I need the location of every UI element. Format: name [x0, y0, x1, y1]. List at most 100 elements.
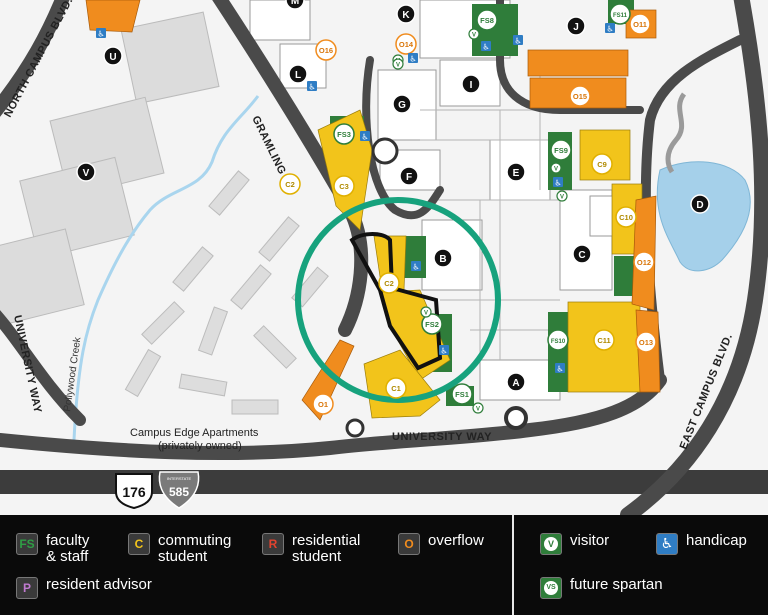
lot-label-text: C11 — [597, 336, 610, 345]
svg-text:♿: ♿ — [361, 133, 368, 142]
interstate-585-shield: INTERSTATE 585 — [158, 471, 200, 509]
lot-label-text: C2 — [384, 279, 394, 288]
legend-label: commuting student — [158, 532, 232, 565]
building-marker-i[interactable]: I — [461, 74, 481, 94]
building-letter: F — [406, 172, 412, 183]
lot-label-text: C2 — [285, 180, 295, 189]
lot-label-o16[interactable]: O16 — [315, 39, 337, 61]
legend-swatch-commuting-student: C — [128, 533, 150, 555]
lot-label-text: FS8 — [480, 16, 494, 25]
lot-label-o12[interactable]: O12 — [633, 251, 655, 273]
legend-label: resident advisor — [46, 576, 152, 593]
lake-path — [665, 92, 687, 174]
lot-label-text: O11 — [633, 20, 647, 29]
lot-label-c1-0[interactable]: C1 — [385, 377, 407, 399]
lot-label-c3-3[interactable]: C3 — [333, 175, 355, 197]
building-marker-m[interactable]: M — [285, 0, 305, 10]
svg-text:INTERSTATE: INTERSTATE — [167, 476, 192, 481]
lot-label-text: C1 — [391, 384, 401, 393]
campus-north-road — [496, 0, 644, 114]
building-marker-a[interactable]: A — [506, 372, 526, 392]
lot-label-c2-2[interactable]: C2 — [279, 173, 301, 195]
lot-label-fs10[interactable]: FS10 — [547, 329, 569, 351]
legend-swatch-visitor: V — [540, 533, 562, 555]
legend-label: residential student — [292, 532, 361, 565]
lot-label-text: O16 — [319, 46, 333, 55]
legend-label: handicap — [686, 532, 747, 549]
legend-label: visitor — [570, 532, 610, 549]
visitor-icon: V — [556, 190, 568, 202]
lot-label-c2-1[interactable]: C2 — [378, 272, 400, 294]
building-letter: V — [83, 168, 90, 179]
lot-label-o13[interactable]: O13 — [635, 331, 657, 353]
lot-label-o14[interactable]: O14 — [395, 33, 417, 55]
building-marker-j[interactable]: J — [566, 16, 586, 36]
handicap-icon: ♿ — [439, 345, 449, 356]
apartments-label-line1: Campus Edge Apartments — [130, 427, 259, 439]
lot-label-o1[interactable]: O1 — [312, 393, 334, 415]
apartments-label-line2: (privately owned) — [158, 440, 242, 452]
building-marker-g[interactable]: G — [392, 94, 412, 114]
building-marker-k[interactable]: K — [396, 4, 416, 24]
highlight-route — [349, 232, 443, 371]
lot-label-fs1[interactable]: FS1 — [451, 383, 473, 405]
building-letter: A — [512, 378, 519, 389]
building-letter: M — [291, 0, 299, 7]
lot-label-fs9[interactable]: FS9 — [550, 139, 572, 161]
university-way-west — [0, 310, 86, 426]
building-letter: G — [398, 100, 406, 111]
building-letter: C — [578, 250, 585, 261]
lot-label-fs2[interactable]: FS2 — [421, 313, 443, 335]
handicap-icon: ♿ — [411, 261, 421, 272]
lot-label-c11-6[interactable]: C11 — [593, 329, 615, 351]
building-marker-u[interactable]: U — [103, 46, 123, 66]
lot-label-fs8[interactable]: FS8 — [476, 9, 498, 31]
building-letter: E — [513, 168, 520, 179]
legend-swatch-faculty-staff: FS — [16, 533, 38, 555]
building-marker-f[interactable]: F — [399, 166, 419, 186]
lot-label-o11[interactable]: O11 — [629, 13, 651, 35]
visitor-icon: V — [550, 162, 562, 174]
building-marker-l[interactable]: L — [288, 64, 308, 84]
building-marker-b[interactable]: B — [433, 248, 453, 268]
lower-ring-road — [0, 373, 667, 461]
lot-label-text: O12 — [637, 258, 651, 267]
university-way-bottom-label: UNIVERSITY WAY — [392, 431, 492, 443]
lot-label-fs3[interactable]: FS3 — [333, 123, 355, 145]
building-marker-c[interactable]: C — [572, 244, 592, 264]
building-marker-v[interactable]: V — [76, 162, 96, 182]
lot-label-o15[interactable]: O15 — [569, 85, 591, 107]
lot-label-text: O15 — [573, 92, 587, 101]
building-letter: J — [573, 22, 579, 33]
building-markers: A B C D E F G I J K L M U V — [76, 0, 710, 392]
legend-label: faculty & staff — [46, 532, 90, 565]
svg-text:V: V — [472, 33, 476, 39]
building-marker-d[interactable]: D — [690, 194, 710, 214]
lot-label-fs11[interactable]: FS11 — [609, 3, 631, 25]
building-marker-e[interactable]: E — [506, 162, 526, 182]
svg-text:V: V — [424, 311, 428, 317]
building-letter: D — [696, 200, 703, 211]
legend-swatch-overflow: O — [398, 533, 420, 555]
svg-text:585: 585 — [169, 485, 189, 499]
handicap-icon: ♿ — [408, 53, 418, 64]
lot-label-text: FS3 — [337, 130, 351, 139]
campus-map: NORTH CAMPUS BLVD. GRAMLING UNIVERSITY W… — [0, 0, 768, 515]
amenity-markers: ♿♿♿♿♿♿♿♿♿♿♿VVVVVVV — [96, 23, 615, 414]
svg-text:♿: ♿ — [308, 83, 315, 92]
building-letter: L — [295, 70, 301, 81]
legend-swatch-resident-advisor: P — [16, 577, 38, 599]
visitor-icon: V — [392, 58, 404, 70]
legend-item-handicap: ♿handicap — [656, 533, 747, 555]
roundabout-west — [345, 418, 365, 438]
handicap-icon: ♿ — [553, 177, 563, 188]
building-letter: B — [439, 254, 446, 265]
lot-label-c9-4[interactable]: C9 — [591, 153, 613, 175]
handicap-icon: ♿ — [555, 363, 565, 374]
highlight-circle — [295, 197, 501, 403]
lot-label-c10-5[interactable]: C10 — [615, 206, 637, 228]
lot-label-text: FS11 — [613, 13, 628, 19]
